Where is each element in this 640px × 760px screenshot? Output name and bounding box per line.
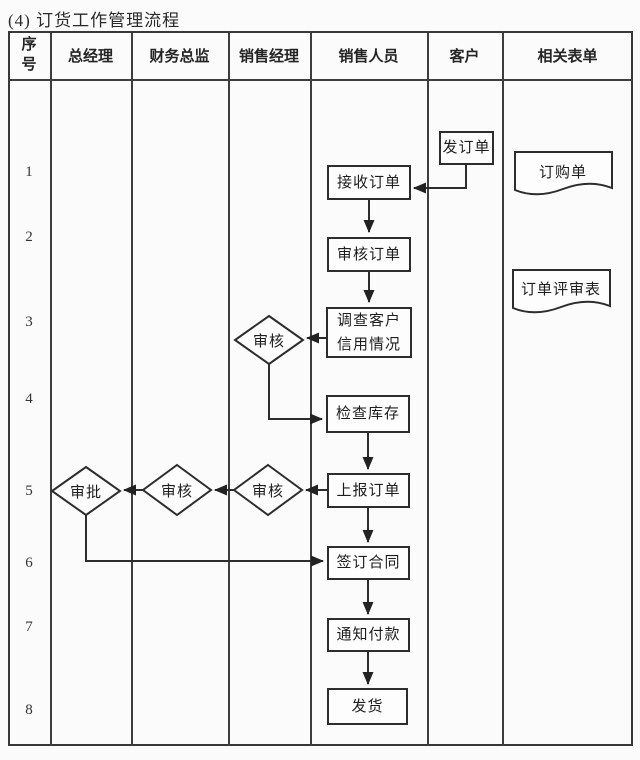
swimlane-table-frame (8, 31, 633, 746)
column-divider-4 (310, 31, 312, 746)
node-send-order: 发订单 (439, 131, 494, 165)
row-number-2: 2 (25, 228, 33, 245)
diamond-finance-review (141, 463, 213, 517)
column-divider-5 (427, 31, 429, 746)
row-number-4: 4 (25, 390, 33, 407)
diamond-gm-approve (50, 465, 122, 517)
arrow-gm-approve-to-contract (85, 515, 324, 567)
header-divider (8, 79, 633, 81)
header-sales-staff: 销售人员 (338, 48, 399, 65)
column-divider-2 (131, 31, 133, 746)
node-report-order: 上报订单 (327, 473, 410, 508)
header-seq: 序号 (21, 36, 37, 73)
label-gm-approve: 审批 (69, 484, 102, 501)
label-order-review-form: 订单评审表 (520, 281, 601, 298)
node-notify-payment: 通知付款 (327, 618, 410, 652)
row-number-6: 6 (25, 554, 33, 571)
label-sales-review-credit: 审核 (252, 333, 285, 350)
row-number-7: 7 (25, 618, 33, 635)
node-sign-contract: 签订合同 (327, 546, 410, 580)
label-purchase-order: 订购单 (538, 164, 587, 181)
column-divider-3 (228, 31, 230, 746)
label-finance-review: 审核 (160, 483, 193, 500)
label-sales-review-order: 审核 (251, 483, 284, 500)
row-number-8: 8 (25, 701, 33, 718)
document-purchase-order-shape (514, 151, 613, 196)
header-related-forms: 相关表单 (537, 48, 598, 65)
header-customer: 客户 (449, 48, 480, 65)
page-title: (4) 订货工作管理流程 (8, 11, 181, 30)
diamond-sales-review-credit (233, 314, 305, 366)
node-receive-order: 接收订单 (327, 165, 411, 200)
column-divider-6 (502, 31, 504, 746)
row-number-1: 1 (25, 163, 33, 180)
node-ship-goods: 发货 (327, 688, 408, 725)
arrow-credit-review-to-inventory (268, 364, 323, 425)
header-general-manager: 总经理 (67, 48, 113, 65)
diamond-sales-review-order (232, 463, 304, 517)
header-finance-director: 财务总监 (149, 48, 210, 65)
row-number-3: 3 (25, 313, 33, 330)
header-sales-manager: 销售经理 (238, 48, 299, 65)
row-number-5: 5 (25, 482, 33, 499)
node-investigate-credit: 调查客户信用情况 (326, 307, 412, 358)
column-divider-1 (50, 31, 52, 746)
arrow-send-to-receive (413, 165, 467, 194)
node-review-order: 审核订单 (327, 237, 411, 272)
node-check-inventory: 检查库存 (326, 395, 410, 433)
document-order-review-form-shape (512, 269, 611, 314)
